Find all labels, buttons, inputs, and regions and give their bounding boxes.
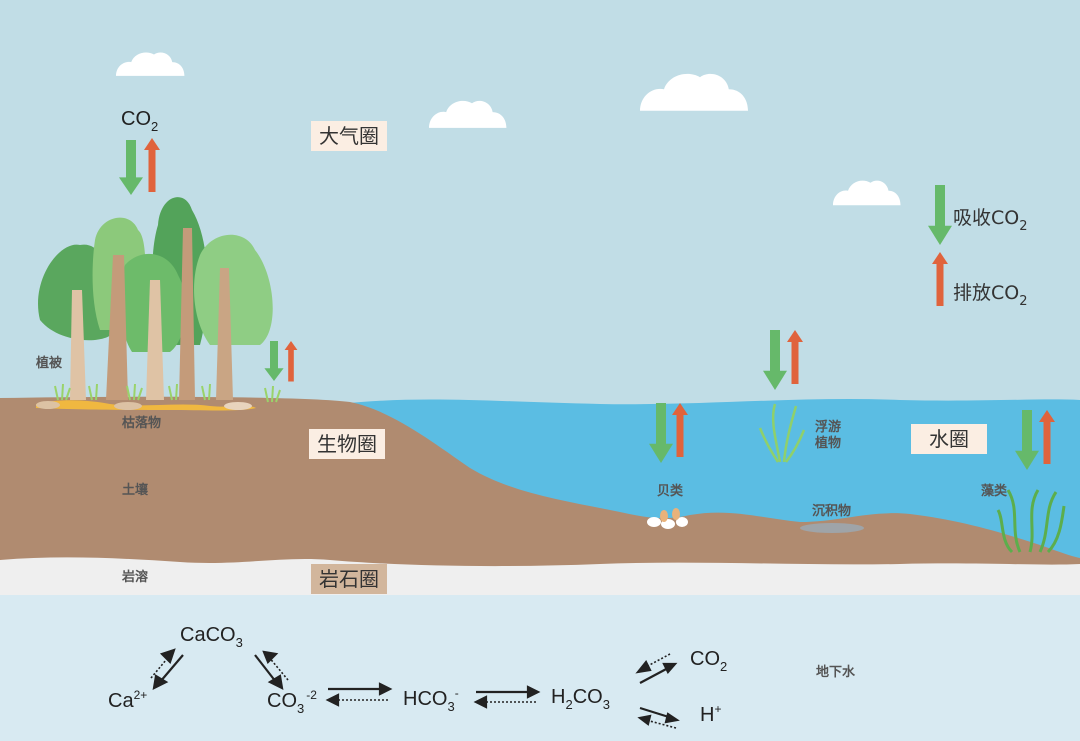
forest — [36, 197, 281, 411]
co2-product-sub: 2 — [720, 659, 728, 674]
h2co3-h: H — [551, 686, 566, 708]
co3-sup: -2 — [306, 688, 317, 702]
ca-sup: 2+ — [133, 688, 148, 702]
shellfish-label: 贝类 — [657, 484, 684, 499]
vegetation-label: 植被 — [36, 356, 63, 371]
carbonate-ion-formula: CO3-2 — [267, 688, 317, 716]
plankton-icon — [758, 403, 806, 463]
h2co3-sub1: 2 — [565, 697, 573, 712]
algae-label: 藻类 — [981, 484, 1008, 499]
lithosphere-tag: 岩石圈 — [311, 564, 387, 594]
h2co3-main: CO — [572, 686, 603, 708]
hco3-sup: - — [454, 686, 459, 700]
caco3-text: CaCO — [180, 624, 236, 646]
plankton-label-line2: 植物 — [815, 436, 842, 451]
biosphere-tag: 生物圈 — [309, 429, 385, 459]
caco3-sub: 3 — [235, 635, 243, 650]
rock-layer — [0, 557, 1080, 595]
sediment-patch — [800, 523, 864, 533]
co2-subscript: 2 — [151, 119, 159, 134]
atmosphere-tag: 大气圈 — [311, 121, 387, 151]
legend-absorb-text: 吸收CO — [953, 207, 1020, 229]
co2-product-text: CO — [690, 648, 720, 670]
karst-label: 岩溶 — [122, 570, 149, 585]
hydrosphere-tag: 水圈 — [911, 424, 987, 454]
caco3-formula: CaCO3 — [180, 624, 243, 650]
hco3-sub: 3 — [447, 699, 455, 714]
legend-absorb-label: 吸收CO2 — [953, 203, 1028, 234]
legend-emit-label: 排放CO2 — [953, 278, 1028, 309]
co2-text: CO — [121, 108, 151, 130]
groundwater-area — [0, 595, 1080, 741]
soil-layer — [0, 396, 1080, 590]
legend-emit-sub: 2 — [1019, 294, 1028, 309]
h2co3-sub2: 3 — [602, 697, 610, 712]
soil-label: 土壤 — [122, 483, 149, 498]
legend-emit-text: 排放CO — [953, 282, 1020, 304]
groundwater-label: 地下水 — [816, 665, 856, 680]
co3-text: CO — [267, 690, 297, 712]
algae-icon — [996, 489, 1066, 554]
carbonic-acid-formula: H2CO3 — [551, 686, 610, 712]
plankton-label-line1: 浮游 — [815, 420, 842, 435]
legend-absorb-sub: 2 — [1019, 219, 1028, 234]
h-text: H — [700, 704, 715, 726]
litter-label: 枯落物 — [122, 416, 162, 431]
ca-ion-formula: Ca2+ — [108, 688, 147, 713]
co2-product-formula: CO2 — [690, 648, 727, 674]
h-sup: + — [714, 702, 722, 716]
hco3-text: HCO — [403, 688, 448, 710]
hydrogen-ion-formula: H+ — [700, 702, 721, 727]
ca-text: Ca — [108, 690, 134, 712]
sediment-label: 沉积物 — [812, 504, 852, 519]
reaction-arrows — [150, 648, 680, 729]
atmosphere-co2-label: CO2 — [121, 108, 158, 134]
bicarbonate-formula: HCO3- — [403, 686, 459, 714]
co3-sub: 3 — [297, 701, 305, 716]
shellfish-icon — [647, 508, 688, 529]
